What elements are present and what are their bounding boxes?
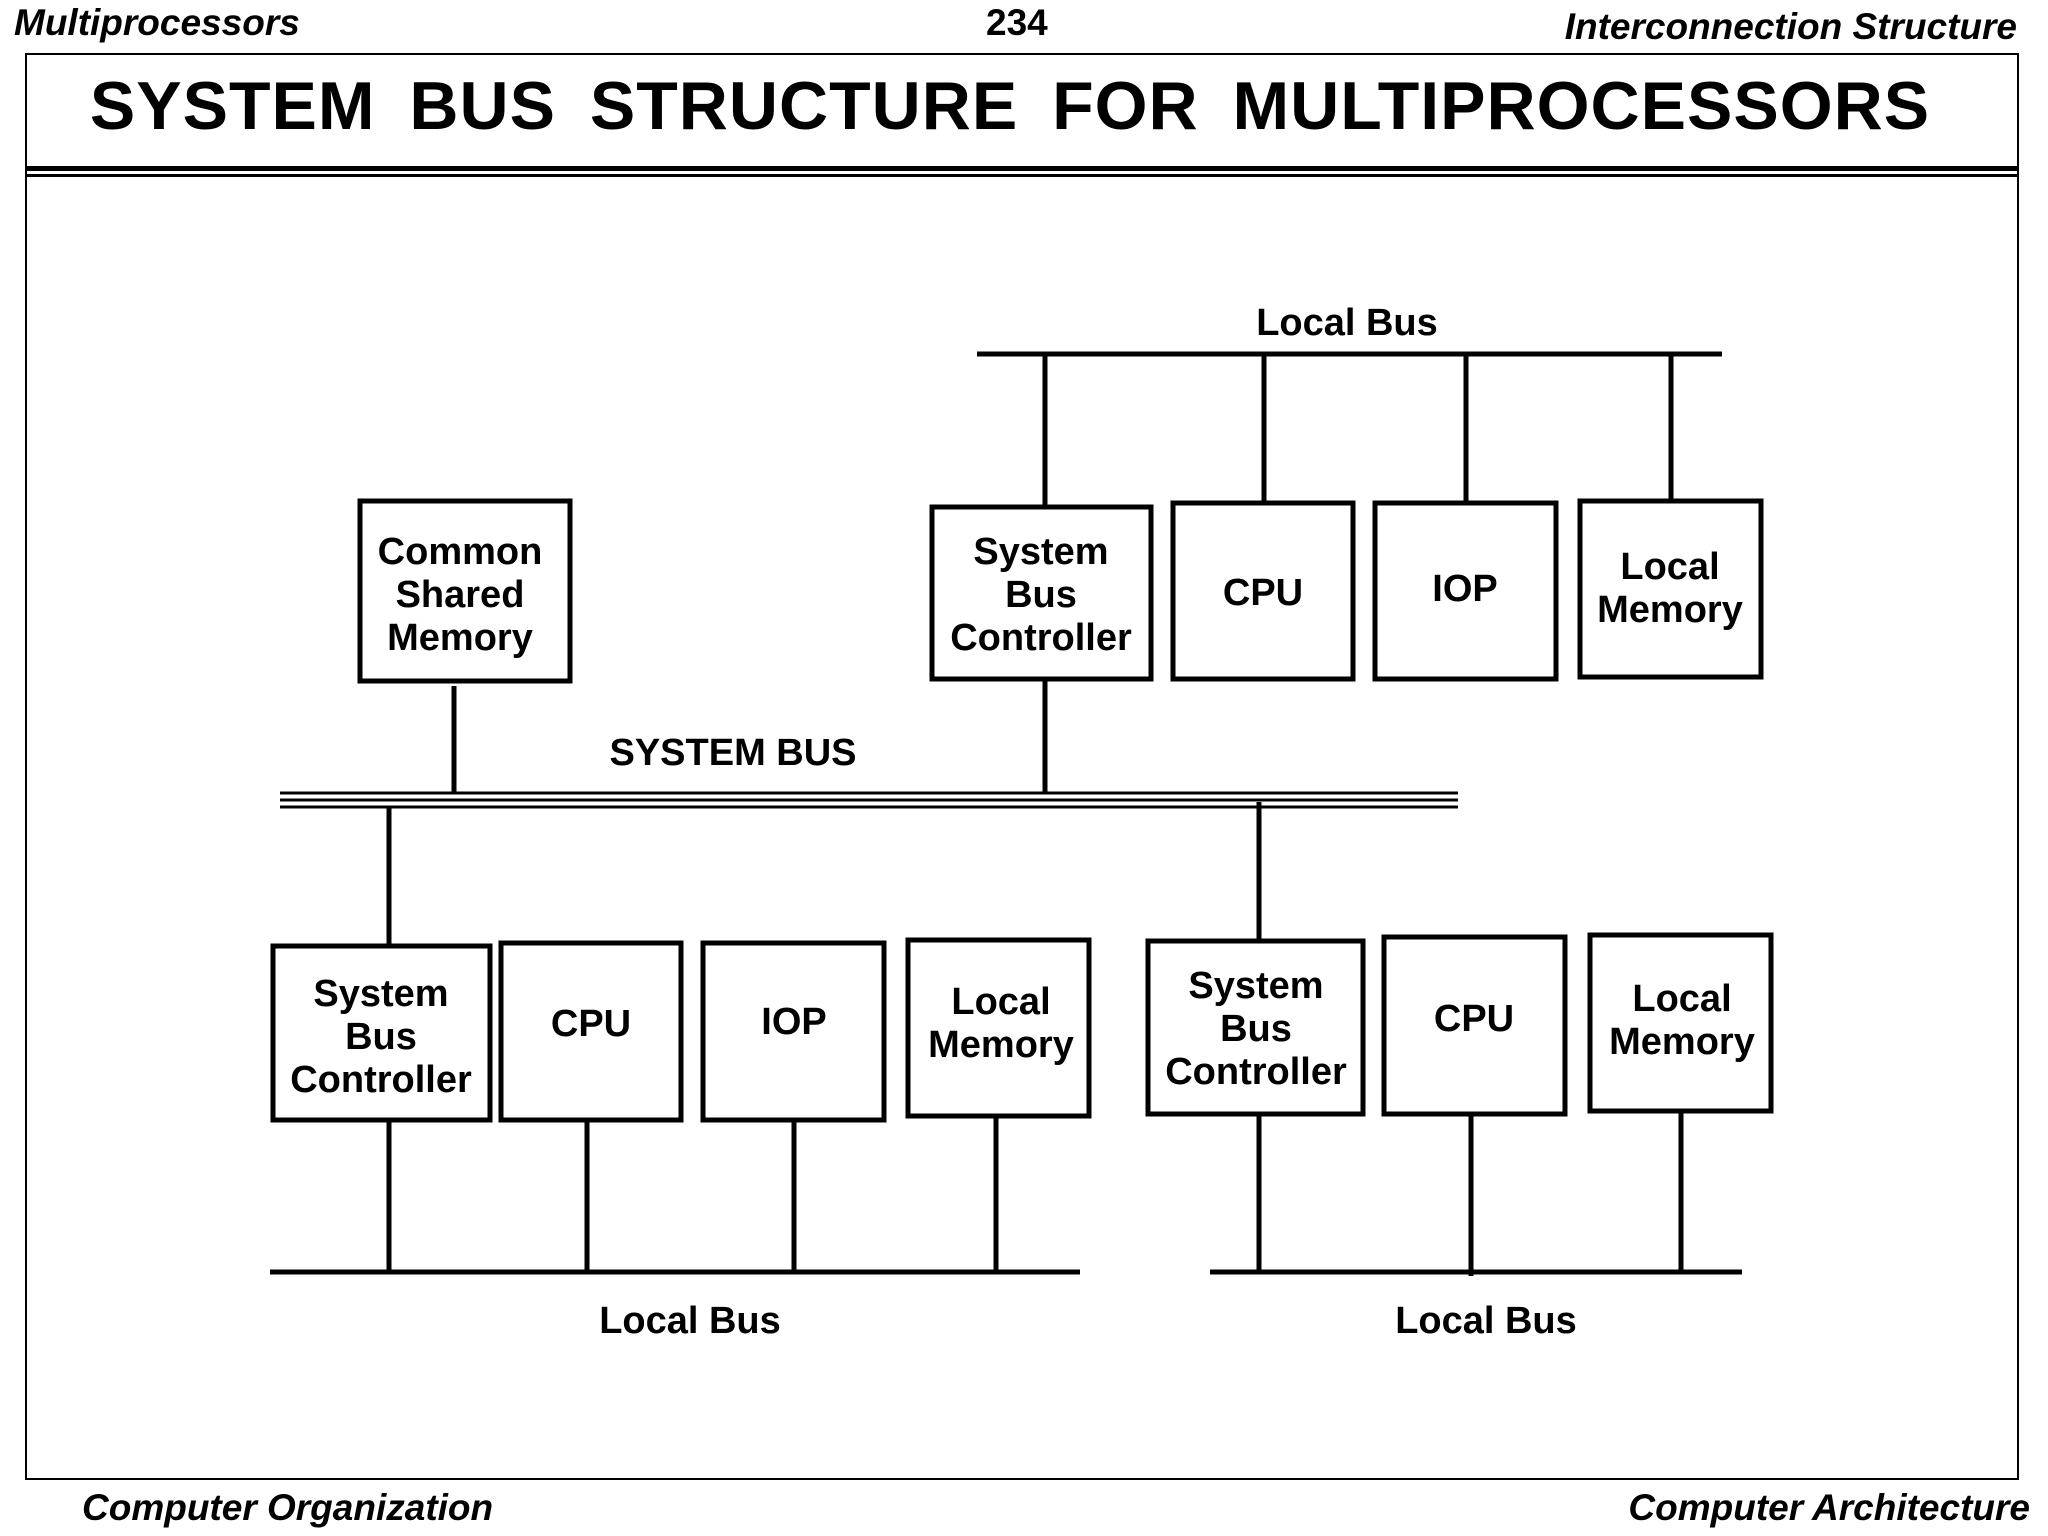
top-sbc-box: System Bus Controller bbox=[929, 504, 1154, 682]
svg-text:Memory: Memory bbox=[1597, 589, 1743, 631]
system-bus-label: SYSTEM BUS bbox=[609, 732, 856, 774]
top-local-memory-box: Local Memory bbox=[1577, 498, 1764, 680]
svg-text:System: System bbox=[313, 973, 448, 1015]
svg-text:Local: Local bbox=[1620, 546, 1719, 588]
header-left: Multiprocessors bbox=[14, 2, 300, 43]
header-right: Interconnection Structure bbox=[1564, 6, 2017, 47]
svg-text:System: System bbox=[973, 531, 1108, 573]
bottom-right-local-bus-label: Local Bus bbox=[1395, 1300, 1577, 1342]
svg-text:Local: Local bbox=[951, 981, 1050, 1023]
svg-text:CPU: CPU bbox=[551, 1003, 631, 1045]
svg-text:Common: Common bbox=[378, 531, 543, 573]
footer-right: Computer Architecture bbox=[1628, 1487, 2030, 1528]
common-shared-memory-box: Common Shared Memory bbox=[357, 498, 573, 684]
bottom-left-iop-box: IOP bbox=[700, 940, 887, 1123]
bottom-right-sbc-box: System Bus Controller bbox=[1145, 938, 1366, 1117]
slide-frame bbox=[25, 53, 2019, 1480]
svg-text:Controller: Controller bbox=[950, 617, 1132, 659]
svg-text:Shared: Shared bbox=[396, 574, 525, 616]
svg-text:Local: Local bbox=[1632, 978, 1731, 1020]
bottom-left-local-memory-box: Local Memory bbox=[905, 937, 1092, 1119]
title-rule-thick bbox=[25, 166, 2019, 171]
svg-text:Controller: Controller bbox=[1165, 1051, 1347, 1093]
title-rule-thin bbox=[25, 174, 2019, 177]
svg-text:Controller: Controller bbox=[290, 1059, 472, 1101]
bottom-left-local-bus-label: Local Bus bbox=[599, 1300, 781, 1342]
svg-text:Memory: Memory bbox=[928, 1024, 1074, 1066]
svg-text:System: System bbox=[1188, 965, 1323, 1007]
bottom-right-local-memory-box: Local Memory bbox=[1587, 932, 1774, 1114]
page-number: 234 bbox=[986, 2, 1048, 43]
svg-text:CPU: CPU bbox=[1223, 572, 1303, 614]
footer-left: Computer Organization bbox=[82, 1487, 494, 1528]
top-cpu-box: CPU bbox=[1170, 500, 1356, 682]
bottom-left-sbc-box: System Bus Controller bbox=[270, 943, 493, 1123]
svg-text:Bus: Bus bbox=[1005, 574, 1077, 616]
svg-text:Bus: Bus bbox=[345, 1016, 417, 1058]
svg-text:IOP: IOP bbox=[1432, 568, 1497, 610]
svg-text:Bus: Bus bbox=[1220, 1008, 1292, 1050]
svg-text:CPU: CPU bbox=[1434, 998, 1514, 1040]
slide-title: SYSTEM BUS STRUCTURE FOR MULTIPROCESSORS bbox=[89, 68, 1931, 144]
svg-text:Memory: Memory bbox=[1609, 1021, 1755, 1063]
top-local-bus-label: Local Bus bbox=[1256, 302, 1438, 344]
bottom-right-cpu-box: CPU bbox=[1381, 934, 1568, 1117]
top-iop-box: IOP bbox=[1372, 500, 1559, 682]
svg-text:Memory: Memory bbox=[387, 617, 533, 659]
svg-text:IOP: IOP bbox=[761, 1001, 826, 1043]
bottom-left-cpu-box: CPU bbox=[498, 940, 684, 1123]
system-bus-line bbox=[280, 791, 1458, 809]
